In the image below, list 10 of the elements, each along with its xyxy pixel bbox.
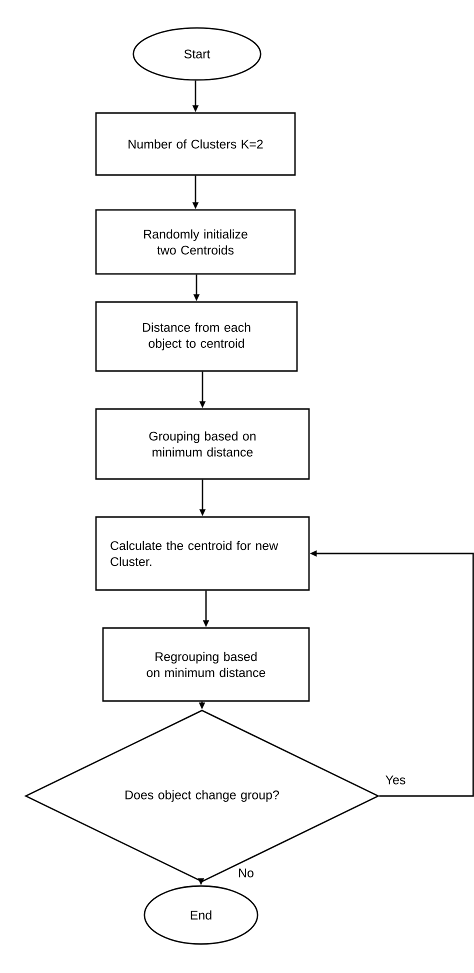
terminal-oval: End xyxy=(144,885,258,945)
terminal-oval: Start xyxy=(132,27,262,81)
process-box: Number of Clusters K=2 xyxy=(95,112,296,176)
process-box: Grouping based on minimum distance xyxy=(95,408,310,480)
process-box: Randomly initialize two Centroids xyxy=(95,209,296,275)
process-box: Regrouping based on minimum distance xyxy=(102,627,310,702)
process-box: Calculate the centroid for new Cluster. xyxy=(95,516,310,591)
process-box: Distance from each object to centroid xyxy=(95,301,298,372)
edge-label: Yes xyxy=(384,774,407,786)
edge-label: No xyxy=(237,868,255,878)
